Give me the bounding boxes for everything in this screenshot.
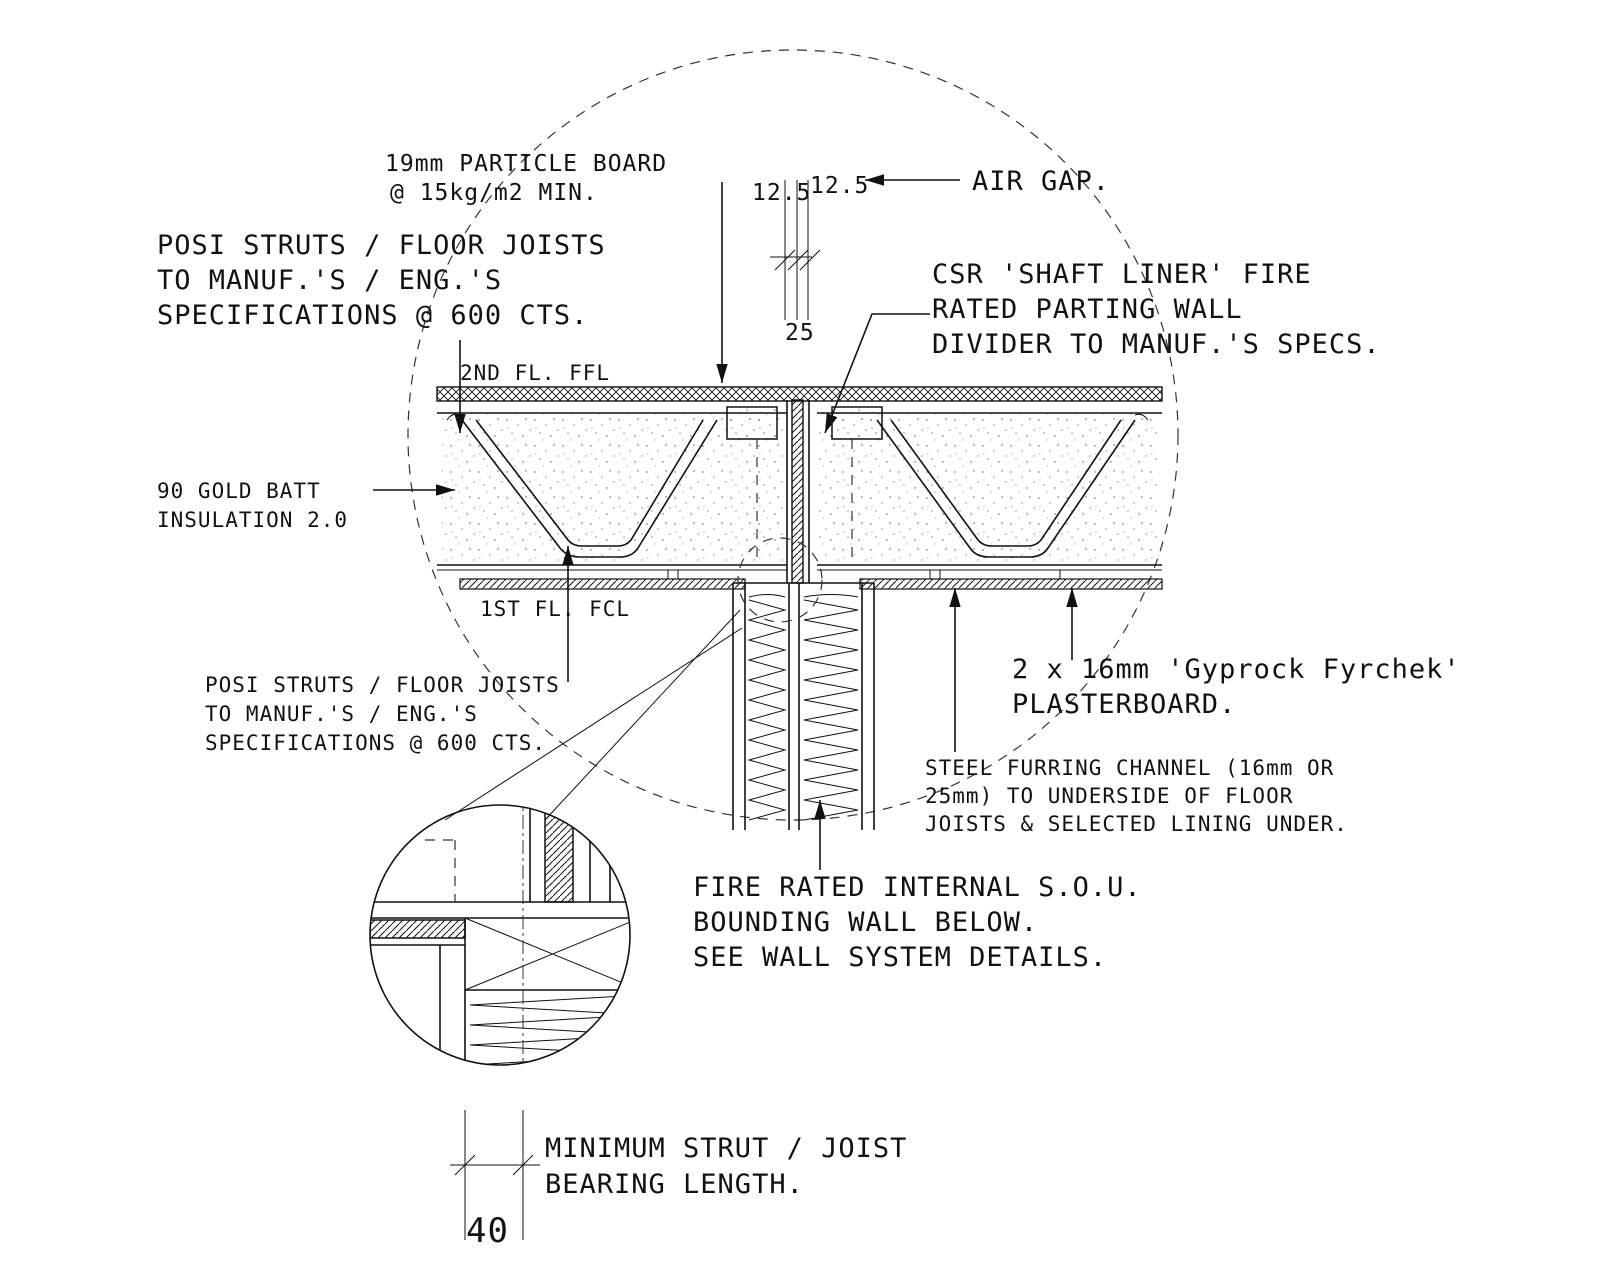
label-fire-wall-1: FIRE RATED INTERNAL S.O.U. (693, 872, 1142, 903)
label-dim-right: 12.5 (810, 173, 869, 199)
label-posi-bot-2: TO MANUF.'S / ENG.'S (205, 702, 478, 726)
label-dim-left: 12.5 (752, 180, 811, 206)
label-first-fcl: 1ST FL. FCL (480, 597, 630, 621)
label-csr-1: CSR 'SHAFT LINER' FIRE (932, 259, 1312, 290)
label-csr-2: RATED PARTING WALL (932, 294, 1243, 325)
label-fire-wall-3: SEE WALL SYSTEM DETAILS. (693, 942, 1107, 973)
label-gyprock-1: 2 x 16mm 'Gyprock Fyrchek' (1012, 654, 1461, 685)
posi-strut-web-right (876, 419, 1136, 558)
ceiling-lining-right (859, 578, 1163, 590)
wall-below (732, 582, 875, 830)
ceiling-lining-left (459, 578, 746, 590)
label-posi-top-2: TO MANUF.'S / ENG.'S (157, 265, 502, 296)
label-bearing-1: MINIMUM STRUT / JOIST (545, 1133, 907, 1164)
label-batt-1: 90 GOLD BATT (157, 479, 321, 503)
label-posi-bot-1: POSI STRUTS / FLOOR JOISTS (205, 673, 560, 697)
label-posi-top-1: POSI STRUTS / FLOOR JOISTS (157, 230, 606, 261)
air-gap-dimension (770, 174, 960, 320)
shaft-liner-wall (786, 399, 810, 584)
label-posi-top-3: SPECIFICATIONS @ 600 CTS. (157, 300, 588, 331)
timber-block-left (726, 406, 778, 440)
label-bearing-2: BEARING LENGTH. (545, 1169, 804, 1200)
leader-lines (373, 182, 1078, 870)
timber-block-right (831, 406, 883, 440)
label-dim-bearing: 40 (466, 1211, 509, 1251)
bearing-length-dimension (450, 1110, 540, 1240)
label-csr-3: DIVIDER TO MANUF.'S SPECS. (932, 329, 1381, 360)
label-furring-1: STEEL FURRING CHANNEL (16mm OR (925, 756, 1334, 780)
label-gyprock-2: PLASTERBOARD. (1012, 689, 1236, 720)
label-particle-board-1: 19mm PARTICLE BOARD (385, 151, 667, 177)
detail-circle (407, 49, 1179, 821)
label-second-ffl: 2ND FL. FFL (460, 361, 610, 385)
label-dim-total: 25 (785, 320, 815, 346)
floor-assembly (436, 386, 1163, 590)
wall-insulation-right (803, 599, 859, 821)
label-particle-board-2: @ 15kg/m2 MIN. (390, 180, 598, 206)
wall-insulation-left (747, 599, 787, 821)
particle-board (436, 386, 1163, 402)
zoom-detail-circle (369, 804, 631, 1066)
label-fire-wall-2: BOUNDING WALL BELOW. (693, 907, 1038, 938)
annotations: 19mm PARTICLE BOARD @ 15kg/m2 MIN. 12.5 … (157, 151, 1461, 1251)
label-batt-2: INSULATION 2.0 (157, 508, 348, 532)
label-air-gap: AIR GAP. (972, 166, 1110, 197)
label-posi-bot-3: SPECIFICATIONS @ 600 CTS. (205, 731, 546, 755)
label-furring-2: 25mm) TO UNDERSIDE OF FLOOR (925, 784, 1293, 808)
label-furring-3: JOISTS & SELECTED LINING UNDER. (925, 812, 1348, 836)
